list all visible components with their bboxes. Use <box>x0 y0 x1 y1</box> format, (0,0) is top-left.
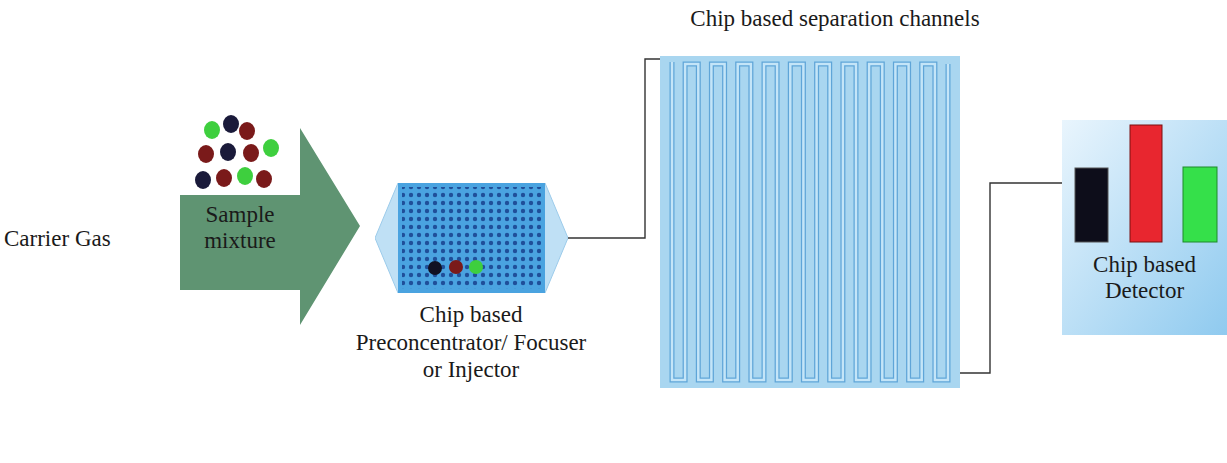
chip-core <box>398 183 545 293</box>
input-label: Carrier Gas <box>4 226 111 252</box>
node-text: Chip based Preconcentrator/ Focuser or I… <box>346 301 596 384</box>
signal-bar <box>1183 167 1217 242</box>
chip-substrate <box>660 56 960 388</box>
chip-outline <box>375 183 568 293</box>
connector-line <box>960 183 1062 373</box>
channel-bore <box>672 62 948 380</box>
molecule-dots <box>195 115 279 189</box>
chip-dots <box>402 187 541 289</box>
node-text: Chip based Detector <box>1068 252 1221 304</box>
sample-arrow: Sample mixture <box>180 128 360 325</box>
separation-chip: Chip based separation channels <box>620 4 1050 388</box>
trapped-molecule <box>428 261 442 275</box>
node-text: Sample mixture <box>182 202 298 254</box>
channel-chip <box>660 56 960 388</box>
channel-wall <box>672 62 948 380</box>
signal-bar <box>1075 168 1108 242</box>
node-text: Chip based separation channels <box>620 6 1050 32</box>
signal-bar <box>1130 125 1162 242</box>
caption-holder: Chip based Preconcentrator/ Focuser or I… <box>346 301 596 384</box>
chip-shape <box>375 183 568 293</box>
trapped-molecule <box>449 260 463 274</box>
detector-ground <box>1062 120 1227 335</box>
trapped-molecule <box>469 260 483 274</box>
preconcentrator-chip: Chip based Preconcentrator/ Focuser or I… <box>300 183 640 388</box>
arrow-fill <box>180 128 360 325</box>
connector-line <box>568 59 660 238</box>
detector-chip: Chip based Detector <box>1062 120 1227 335</box>
